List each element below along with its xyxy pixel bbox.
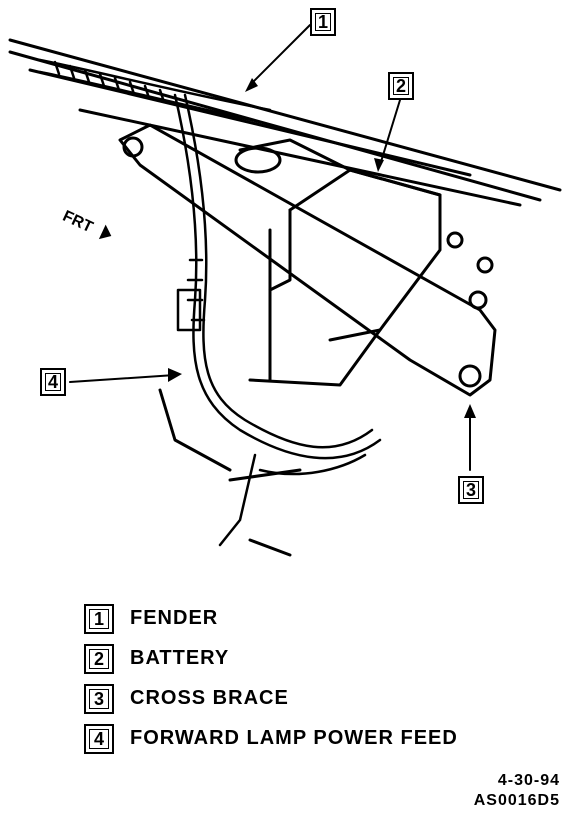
legend-number: 2 bbox=[84, 644, 114, 674]
legend-label: CROSS BRACE bbox=[130, 687, 289, 709]
legend-label: BATTERY bbox=[130, 647, 230, 669]
battery-outline bbox=[234, 138, 442, 387]
legend-item: 3 CROSS BRACE bbox=[84, 684, 504, 714]
fender-wiring-harness bbox=[38, 58, 272, 124]
engine-compartment-illustration: FRT bbox=[8, 24, 562, 557]
legend-item: 2 BATTERY bbox=[84, 644, 504, 674]
legend-item: 1 FENDER bbox=[84, 604, 504, 634]
fender-outline bbox=[8, 38, 562, 207]
lower-body-lines bbox=[158, 388, 302, 557]
legend-number: 4 bbox=[84, 724, 114, 754]
legend-number: 1 bbox=[84, 604, 114, 634]
leader-arrowheads bbox=[168, 78, 476, 418]
callout-4: 4 bbox=[40, 368, 66, 396]
forward-lamp-harness bbox=[173, 93, 382, 547]
legend-number: 3 bbox=[84, 684, 114, 714]
figure-date: 4-30-94 bbox=[497, 772, 560, 789]
legend-item: 4 FORWARD LAMP POWER FEED bbox=[84, 724, 504, 754]
callout-3: 3 bbox=[458, 476, 484, 504]
legend-label: FENDER bbox=[130, 607, 219, 629]
legend-label: FORWARD LAMP POWER FEED bbox=[130, 727, 458, 749]
direction-label: FRT bbox=[60, 208, 96, 237]
cross-brace-outline bbox=[118, 123, 497, 397]
callout-leaders bbox=[69, 24, 471, 471]
callout-1: 1 bbox=[310, 8, 336, 36]
figure-code: AS0016D5 bbox=[473, 792, 560, 809]
front-direction-marker: FRT bbox=[60, 208, 112, 240]
callout-2: 2 bbox=[388, 72, 414, 100]
